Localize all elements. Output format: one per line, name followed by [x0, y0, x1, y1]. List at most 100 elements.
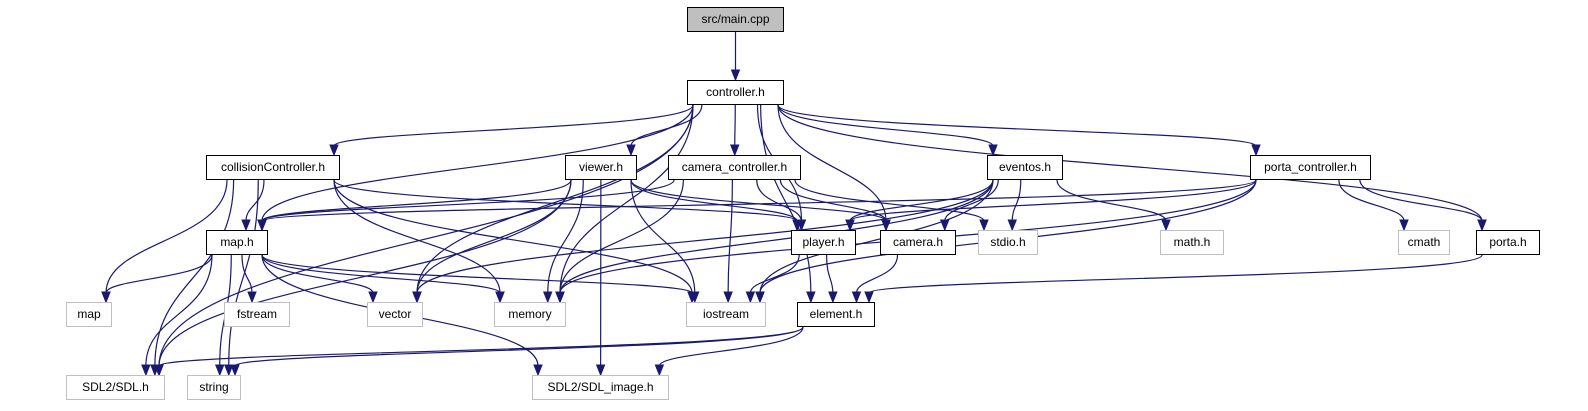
edge-line	[261, 254, 374, 294]
node-camera[interactable]: camera.h	[880, 230, 956, 255]
edge-controller-to-camera_controller	[730, 104, 740, 157]
edge-arrowhead	[595, 364, 606, 377]
edge-line	[727, 179, 733, 294]
node-vector: vector	[367, 302, 423, 327]
edge-arrowhead	[687, 291, 697, 304]
node-viewer[interactable]: viewer.h	[565, 155, 637, 180]
edge-viewer-to-memory	[543, 179, 584, 304]
edge-line	[779, 179, 887, 222]
edge-line	[868, 254, 1483, 294]
edge-collisionController-to-sdl	[150, 179, 235, 377]
edge-controller-to-memory	[555, 104, 694, 304]
edge-line	[261, 179, 1257, 222]
node-collisionController[interactable]: collisionController.h	[206, 155, 340, 180]
edge-line	[245, 179, 265, 222]
edge-arrowhead	[215, 364, 225, 377]
edge-arrowhead	[988, 144, 998, 157]
edge-porta-to-element	[864, 254, 1483, 304]
edge-line	[1056, 179, 1167, 222]
edge-line	[145, 254, 213, 367]
edge-map_h-to-map	[101, 254, 213, 304]
edge-arrowhead	[230, 364, 240, 377]
node-sdl: SDL2/SDL.h	[66, 375, 165, 400]
edge-line	[261, 254, 501, 294]
edge-line	[559, 179, 994, 294]
edge-line	[333, 179, 693, 294]
node-sdl-image: SDL2/SDL_image.h	[532, 375, 669, 400]
edge-line	[1359, 179, 1483, 222]
edge-line	[333, 179, 501, 294]
edge-line	[749, 254, 800, 294]
node-camera-controller[interactable]: camera_controller.h	[668, 155, 801, 180]
edge-arrowhead	[1251, 144, 1261, 157]
edge-arrowhead	[1007, 219, 1017, 232]
node-element[interactable]: element.h	[797, 302, 875, 327]
edge-line	[855, 254, 899, 294]
node-string: string	[187, 375, 241, 400]
edge-line	[658, 326, 804, 367]
edge-arrowhead	[533, 364, 543, 377]
edge-porta_controller-to-cmath	[1338, 179, 1409, 232]
edge-arrowhead	[247, 291, 257, 304]
edge-arrowhead	[1477, 219, 1487, 232]
edge-map_h-to-vector	[261, 254, 378, 304]
edge-player-to-iostream	[745, 254, 800, 304]
edge-line	[777, 104, 1257, 147]
edge-camera_controller-to-camera	[779, 179, 891, 232]
edge-line	[241, 254, 253, 294]
edge-arrowhead	[154, 364, 164, 377]
node-map: map	[66, 302, 112, 327]
node-map-h[interactable]: map.h	[206, 230, 268, 255]
edge-line	[760, 104, 812, 294]
edge-arrowhead	[940, 219, 950, 232]
edge-arrowhead	[329, 144, 339, 157]
edge-arrowhead	[806, 291, 816, 304]
edge-line	[849, 179, 994, 222]
node-eventos[interactable]: eventos.h	[987, 155, 1063, 180]
edge-line	[158, 104, 694, 367]
edge-map_h-to-iostream	[261, 254, 697, 304]
edge-arrowhead	[845, 219, 855, 232]
edge-porta_controller-to-porta	[1359, 179, 1487, 232]
node-iostream: iostream	[686, 302, 766, 327]
edge-arrowhead	[864, 291, 874, 304]
edge-arrowhead	[257, 219, 267, 232]
edge-line	[759, 179, 994, 294]
edge-main-to-controller	[730, 31, 741, 82]
edge-arrowhead	[543, 291, 553, 304]
edge-eventos-to-stdio	[1007, 179, 1022, 232]
edge-element-to-sdl_image	[654, 326, 804, 377]
node-player[interactable]: player.h	[791, 230, 856, 255]
node-math: math.h	[1160, 230, 1224, 255]
edge-eventos-to-math	[1056, 179, 1171, 232]
edge-line	[1011, 179, 1022, 222]
edge-line	[105, 254, 213, 294]
node-controller[interactable]: controller.h	[687, 80, 784, 105]
node-porta[interactable]: porta.h	[1476, 230, 1540, 255]
edge-line	[794, 179, 985, 222]
edge-line	[234, 326, 804, 367]
edge-porta_controller-to-player	[845, 179, 1257, 232]
edge-arrowhead	[828, 291, 838, 304]
edge-controller-to-element	[760, 104, 816, 304]
edge-viewer-to-sdl_image	[595, 179, 606, 377]
edge-eventos-to-camera	[940, 179, 999, 232]
edge-arrowhead	[881, 219, 891, 232]
node-main[interactable]: src/main.cpp	[687, 7, 784, 32]
edge-line	[630, 179, 887, 222]
edge-line	[547, 179, 584, 294]
node-fstream: fstream	[224, 302, 290, 327]
edge-line	[1338, 179, 1405, 222]
edge-arrowhead	[1399, 219, 1409, 232]
edge-camera-to-element	[851, 254, 899, 304]
node-porta-controller[interactable]: porta_controller.h	[1250, 155, 1371, 180]
edge-line	[261, 179, 675, 222]
edge-collisionController-to-string	[224, 179, 259, 377]
edge-line	[105, 179, 228, 294]
edge-camera_controller-to-player	[756, 179, 806, 232]
edge-arrowhead	[730, 69, 741, 82]
edge-line	[559, 179, 684, 294]
edge-arrowhead	[796, 219, 806, 232]
edge-arrowhead	[654, 364, 665, 377]
edge-arrowhead	[626, 144, 636, 157]
